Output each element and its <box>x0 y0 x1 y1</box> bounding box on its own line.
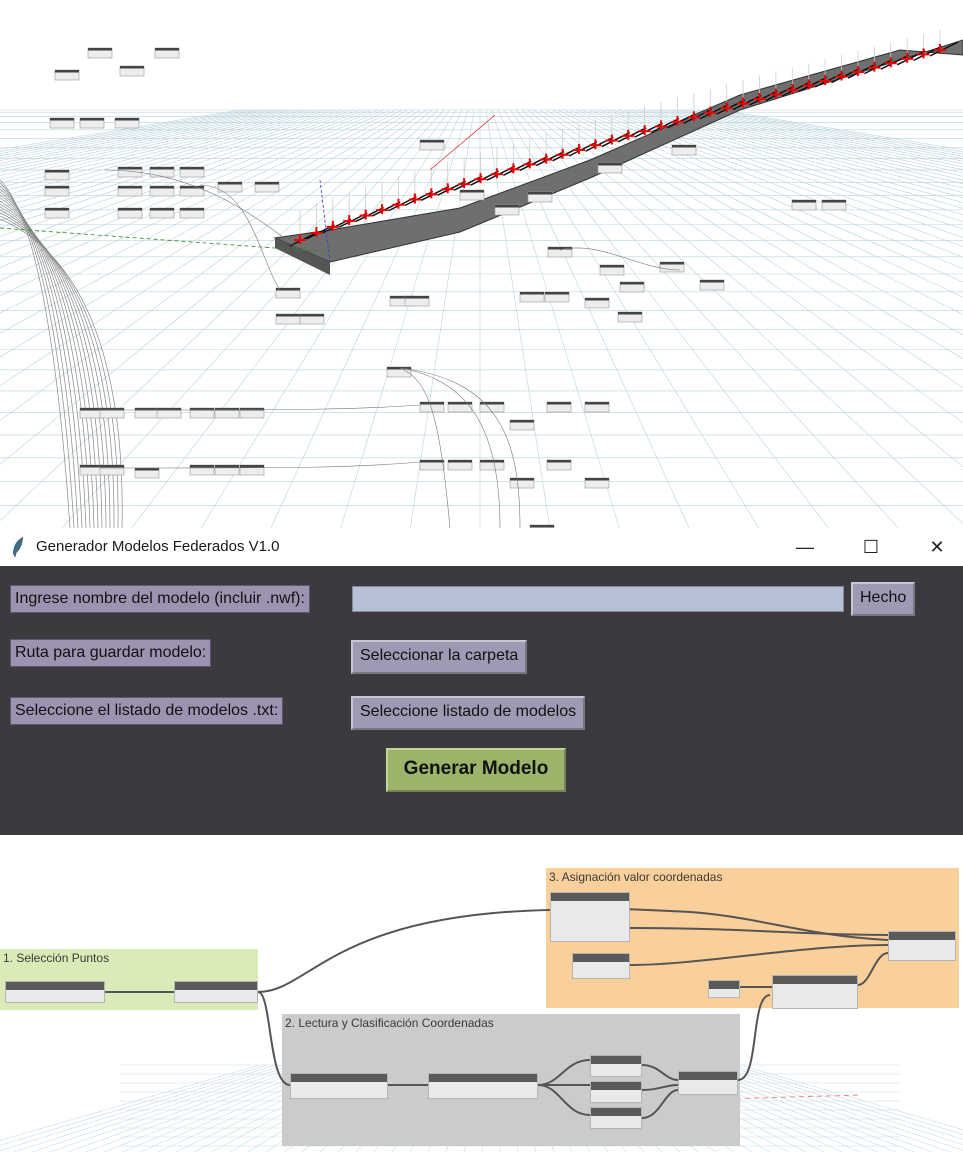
save-path-label: Ruta para guardar modelo: <box>10 639 212 667</box>
coordinate-location-node[interactable] <box>290 1073 388 1099</box>
coordinate-system-node[interactable] <box>428 1073 538 1099</box>
minimize-button[interactable]: — <box>782 528 828 566</box>
code-block-node[interactable] <box>708 980 740 998</box>
minimize-icon: — <box>796 537 814 557</box>
close-icon: ✕ <box>929 537 945 557</box>
select-folder-button[interactable]: Seleccionar la carpeta <box>351 640 528 674</box>
group-title: 1. Selección Puntos <box>3 951 110 965</box>
code-block-node[interactable] <box>572 953 630 979</box>
maximize-button[interactable]: ☐ <box>848 528 894 566</box>
group-title: 3. Asignación valor coordenadas <box>549 870 723 884</box>
element-set-parameter-node[interactable] <box>550 892 630 942</box>
select-model-list-button[interactable]: Seleccione listado de modelos <box>351 696 586 730</box>
model-name-input[interactable] <box>352 586 844 612</box>
title-bar[interactable]: Generador Modelos Federados V1.0 — ☐ ✕ <box>0 528 963 566</box>
bridge-3d-model <box>0 30 963 528</box>
feather-icon <box>13 536 24 558</box>
model-name-label: Ingrese nombre del modelo (incluir .nwf)… <box>10 585 310 613</box>
list-combine-node[interactable] <box>888 931 956 961</box>
form-panel: Ingrese nombre del modelo (incluir .nwf)… <box>0 566 963 835</box>
point-x-node[interactable] <box>590 1055 642 1077</box>
group-title: 2. Lectura y Clasificación Coordenadas <box>285 1016 494 1030</box>
family-types-node[interactable] <box>5 981 105 1003</box>
dynamo-3d-background-preview[interactable] <box>0 0 963 528</box>
all-elements-of-family-type-node[interactable] <box>174 981 258 1003</box>
dynamo-graph-canvas[interactable]: 3. Asignación valor coordenadas 1. Selec… <box>0 835 963 1152</box>
model-list-label: Seleccione el listado de modelos .txt: <box>10 697 284 725</box>
generate-model-button[interactable]: Generar Modelo <box>386 748 566 792</box>
code-block-node[interactable] <box>678 1071 738 1095</box>
point-z-node[interactable] <box>590 1107 642 1129</box>
math-round-node[interactable] <box>772 975 858 1009</box>
point-y-node[interactable] <box>590 1081 642 1103</box>
window-title: Generador Modelos Federados V1.0 <box>36 538 280 555</box>
close-button[interactable]: ✕ <box>914 528 960 566</box>
done-button[interactable]: Hecho <box>851 582 916 616</box>
maximize-icon: ☐ <box>862 537 880 557</box>
app-window: Generador Modelos Federados V1.0 — ☐ ✕ I… <box>0 528 963 835</box>
